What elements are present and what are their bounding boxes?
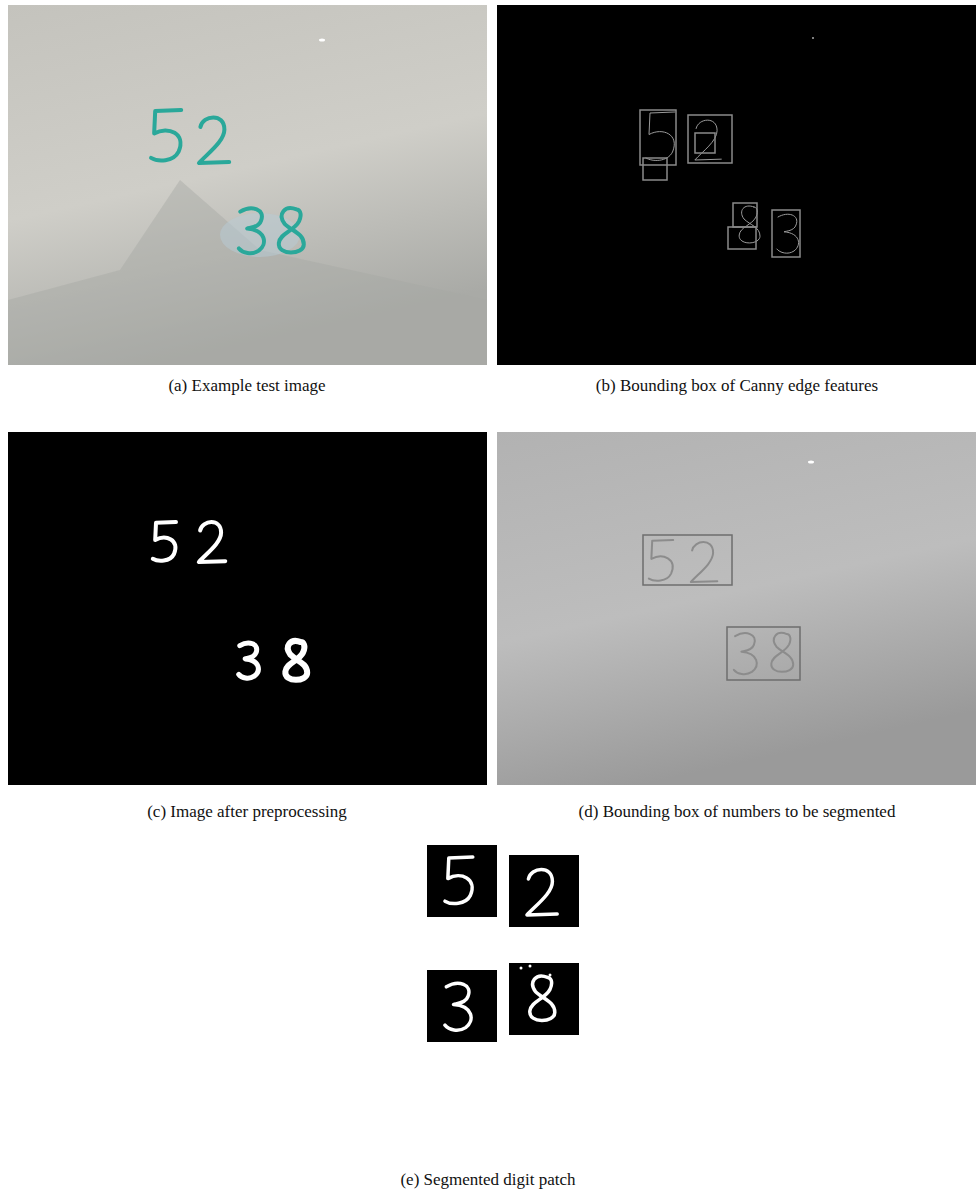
noise-dot bbox=[520, 967, 523, 970]
handwritten-digit bbox=[279, 208, 304, 252]
digit-patch bbox=[427, 970, 497, 1042]
digit-patch bbox=[509, 855, 579, 927]
handwritten-digit bbox=[153, 522, 176, 561]
edge-dot bbox=[812, 37, 814, 39]
subfigure-caption: (e) Segmented digit patch bbox=[400, 1170, 575, 1190]
handwritten-digit bbox=[239, 643, 259, 678]
handwritten-digit bbox=[646, 112, 675, 160]
handwritten-digit bbox=[695, 120, 721, 160]
subfigure-caption: (a) Example test image bbox=[168, 376, 325, 396]
handwritten-digit bbox=[445, 983, 471, 1030]
handwritten-digit bbox=[734, 633, 757, 674]
digit-patch bbox=[509, 963, 579, 1035]
handwritten-digit bbox=[649, 540, 673, 581]
noise-dot bbox=[529, 965, 532, 968]
reflection bbox=[8, 180, 487, 365]
handwritten-digit bbox=[527, 869, 557, 915]
light-spot bbox=[808, 461, 814, 464]
bounding-box bbox=[688, 115, 732, 163]
binary-ground bbox=[8, 432, 487, 785]
bounding-box bbox=[772, 210, 800, 257]
edge-ground bbox=[497, 5, 976, 365]
binary-panel bbox=[8, 432, 487, 785]
handwritten-digit bbox=[239, 208, 264, 253]
handwritten-digit bbox=[285, 641, 307, 680]
handwritten-digit bbox=[530, 976, 555, 1020]
subfigure-caption: (c) Image after preprocessing bbox=[147, 802, 347, 822]
handwritten-digit bbox=[771, 633, 793, 672]
photo-panel bbox=[8, 5, 487, 365]
handwritten-digit bbox=[777, 214, 799, 253]
handwritten-digit bbox=[199, 522, 225, 562]
bounding-box bbox=[733, 203, 757, 227]
bounding-box bbox=[643, 158, 667, 180]
handwritten-digit bbox=[151, 110, 181, 160]
subfigure-caption: (b) Bounding box of Canny edge features bbox=[596, 376, 878, 396]
bounding-box bbox=[695, 133, 715, 153]
photo-ground bbox=[8, 5, 487, 365]
digit-patch bbox=[427, 845, 497, 917]
handwritten-digit bbox=[691, 542, 717, 582]
bounding-box bbox=[640, 110, 676, 165]
subfigure-caption: (d) Bounding box of numbers to be segmen… bbox=[579, 802, 896, 822]
handwritten-digit bbox=[445, 857, 473, 904]
bounding-box bbox=[727, 627, 800, 680]
segment-panel bbox=[497, 432, 976, 785]
light-spot bbox=[319, 39, 325, 42]
bounding-box bbox=[643, 535, 732, 585]
bounding-box bbox=[728, 227, 756, 249]
edge-panel bbox=[497, 5, 976, 365]
patch-panel bbox=[427, 845, 579, 1042]
gray-ground bbox=[497, 432, 976, 785]
handwritten-digit bbox=[199, 117, 229, 163]
noise-dot bbox=[549, 974, 552, 977]
